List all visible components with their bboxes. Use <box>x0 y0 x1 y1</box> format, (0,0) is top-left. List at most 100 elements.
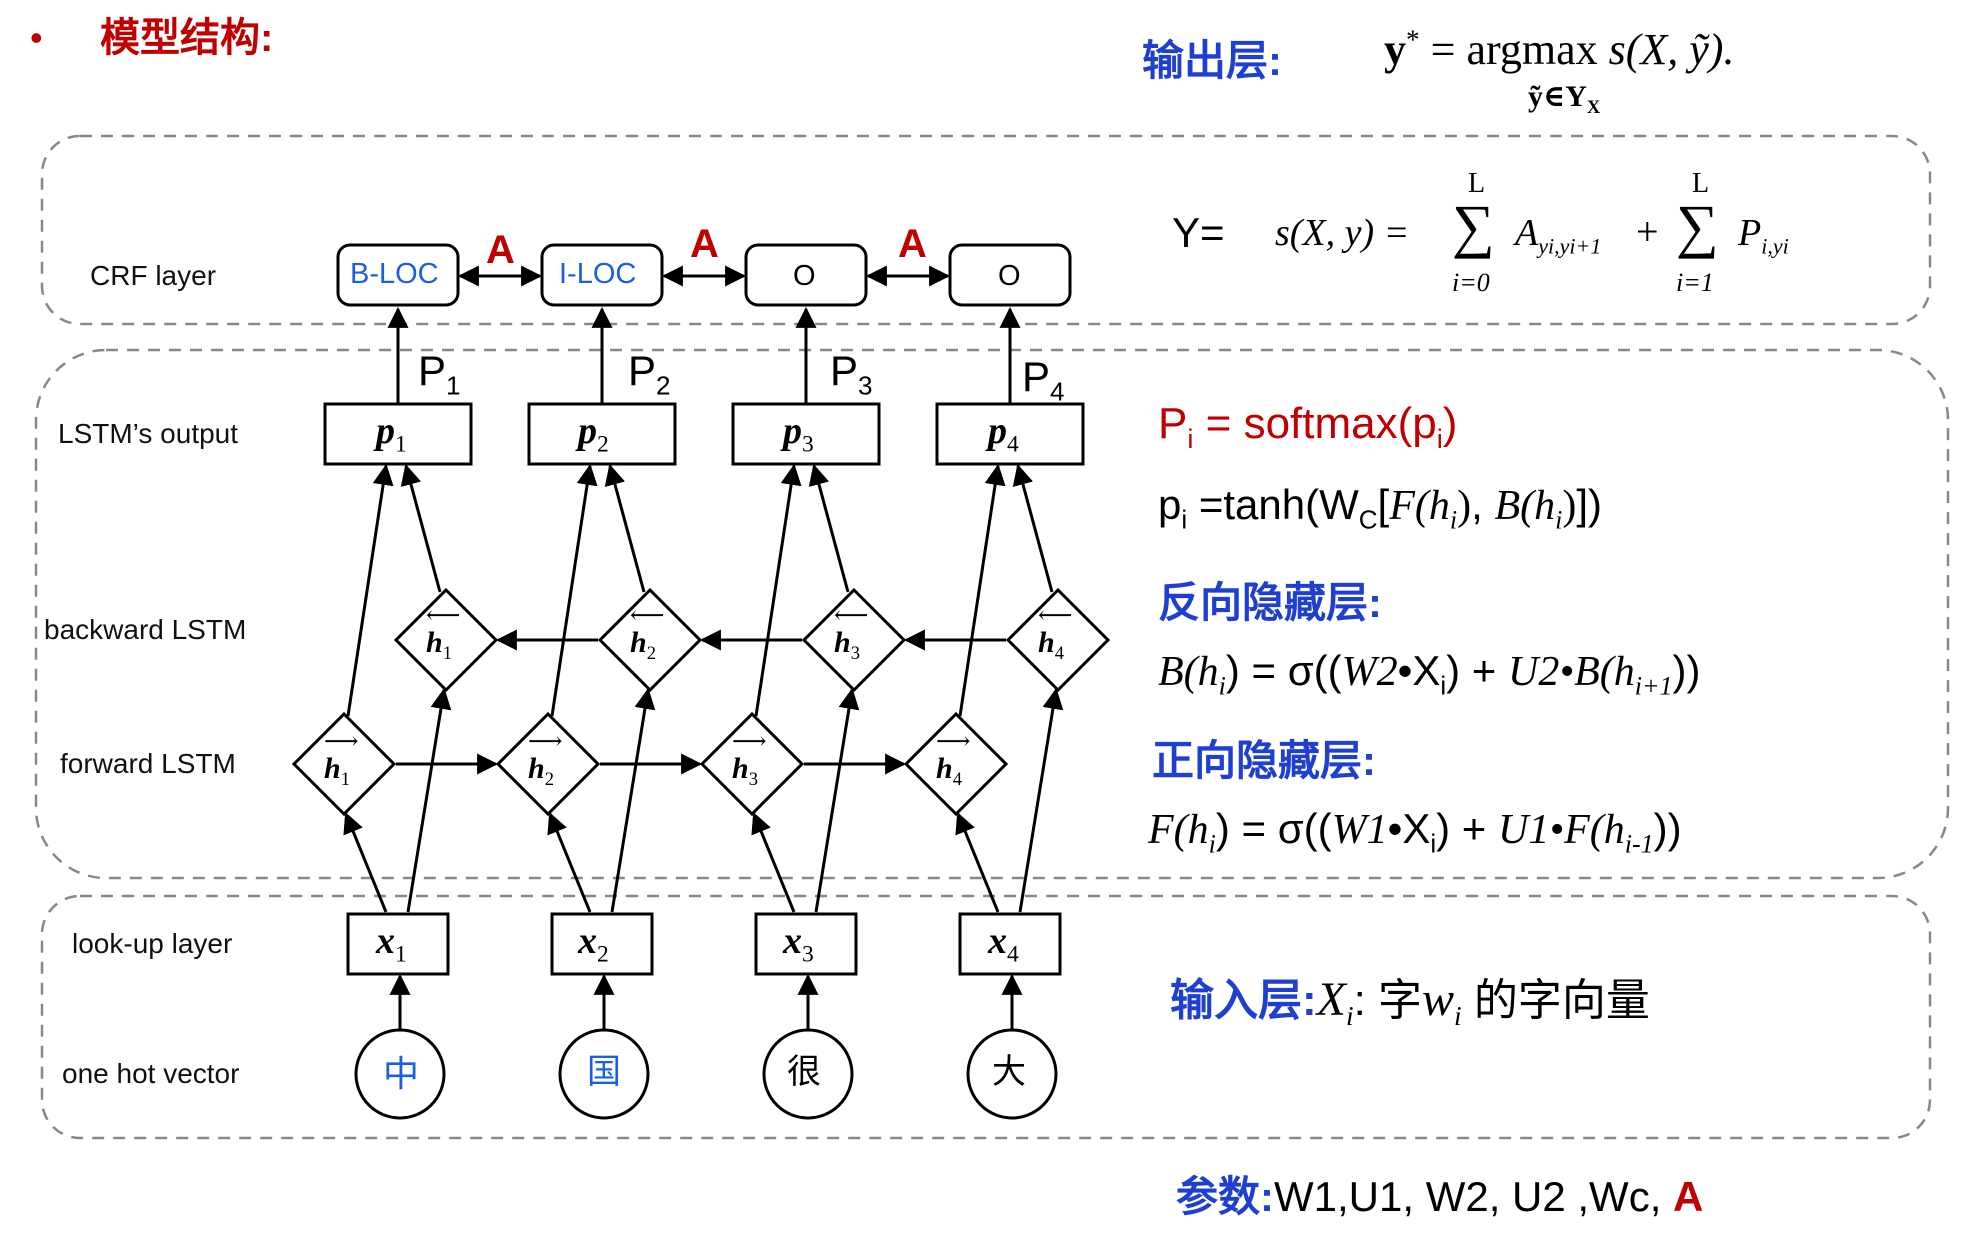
formula-star: * <box>1406 24 1420 55</box>
label-lookup-layer: look-up layer <box>72 928 233 959</box>
forward-node-3 <box>699 711 805 817</box>
crf-tag-box-1 <box>336 243 460 307</box>
backward-h-2-text: h⟵2 <box>630 603 665 664</box>
onehot-circle-4 <box>966 1028 1058 1120</box>
backward-h-1-text: h⟵1 <box>426 603 461 664</box>
argmax-sub-set: ỹ∈Y <box>1528 80 1587 113</box>
lookup-x-4-text: x4 <box>988 920 1019 968</box>
onehot-circle-3 <box>762 1028 854 1120</box>
forward-hidden-formula: F(hi) = σ((W1•Xi) + U1•F(hi-1)) <box>1148 805 1682 859</box>
lookup-box-4 <box>958 912 1062 976</box>
lstm-output-box-4 <box>935 402 1085 466</box>
formula-s: s(X, ỹ). <box>1608 25 1735 74</box>
heading-bullet: • <box>30 17 43 58</box>
backward-h-3-text: h⟵3 <box>834 603 869 664</box>
transition-a-3: A <box>898 222 927 266</box>
forward-h-1-text: h⟶1 <box>324 729 359 790</box>
backward-to-output-3 <box>808 463 850 593</box>
label-backward-lstm: backward LSTM <box>44 614 247 645</box>
label-forward-lstm: forward LSTM <box>60 748 236 779</box>
crf-tag-3: O <box>793 260 816 292</box>
softmax-formula: Pi = softmax(pi) <box>1158 399 1458 454</box>
backward-to-output-2 <box>604 463 646 593</box>
crf-tag-2: I-LOC <box>559 258 637 290</box>
forward-h-4-text: h⟶4 <box>936 729 971 790</box>
lookup-box-1 <box>346 912 450 976</box>
lookup-box-2 <box>550 912 654 976</box>
lstm-output-box-3 <box>731 402 881 466</box>
lookup-to-forward-3 <box>751 812 796 913</box>
crf-tag-1: B-LOC <box>350 258 439 290</box>
lookup-to-backward-4 <box>1018 687 1064 913</box>
output-layer-formula: y* = argmax s(X, ỹ). <box>1384 25 1735 74</box>
backward-node-2 <box>597 587 703 693</box>
transition-a-2: A <box>690 222 719 266</box>
lookup-to-backward-3 <box>814 687 860 913</box>
lstm-output-4-text: p4 <box>988 410 1019 458</box>
crf-tag-4: O <box>998 260 1021 292</box>
heading-title: 模型结构: <box>100 16 274 60</box>
backward-hidden-formula: B(hi) = σ((W2•Xi) + U2•B(hi+1)) <box>1158 647 1701 701</box>
crf-plus: + <box>1636 209 1659 254</box>
lookup-to-backward-2 <box>610 687 656 913</box>
params-line: 参数:W1,U1, W2, U2 ,Wc, A <box>1176 1176 1703 1218</box>
lstm-output-3-text: p3 <box>783 410 814 458</box>
backward-hidden-label: 反向隐藏层: <box>1158 579 1382 626</box>
label-crf-layer: CRF layer <box>90 260 217 291</box>
p-label-2: P2 <box>628 347 671 401</box>
sum2-term: Pi,yi <box>1738 212 1789 259</box>
lstm-output-box-1 <box>323 402 473 466</box>
lookup-to-backward-1 <box>406 687 452 913</box>
sum2-bottom: i=1 <box>1676 268 1714 297</box>
backward-node-3 <box>801 587 907 693</box>
sum1-bottom: i=0 <box>1452 268 1490 297</box>
lookup-to-forward-4 <box>955 812 1000 913</box>
char-4: 大 <box>992 1054 1026 1091</box>
params-a: A <box>1673 1173 1704 1220</box>
transition-a-1: A <box>486 228 515 272</box>
sum2-top: L <box>1692 168 1710 199</box>
onehot-circle-2 <box>558 1028 650 1120</box>
backward-node-4 <box>1005 587 1111 693</box>
onehot-circle-1 <box>354 1028 446 1120</box>
forward-h-3-text: h⟶3 <box>732 729 767 790</box>
lookup-to-forward-2 <box>547 812 592 913</box>
backward-to-output-4 <box>1012 463 1054 593</box>
p-label-3: P3 <box>830 347 873 401</box>
frame-output-crf <box>40 134 1932 326</box>
label-one-hot: one hot vector <box>62 1058 240 1089</box>
forward-node-1 <box>291 711 397 817</box>
input-layer-line: 输入层:Xi: 字wi 的字向量 <box>1170 973 1650 1031</box>
p-label-4: P4 <box>1022 353 1065 407</box>
formula-argmax: argmax <box>1466 25 1598 74</box>
lstm-output-box-2 <box>527 402 677 466</box>
frame-input <box>40 894 1932 1140</box>
backward-to-output-1 <box>400 463 442 593</box>
forward-node-4 <box>903 711 1009 817</box>
lstm-output-2-text: p2 <box>578 410 609 458</box>
formula-y: y <box>1384 25 1406 74</box>
output-layer-label: 输出层: <box>1142 37 1282 84</box>
char-2: 国 <box>587 1054 621 1091</box>
forward-hidden-label: 正向隐藏层: <box>1152 737 1376 784</box>
forward-to-output-2 <box>550 463 598 717</box>
lookup-to-forward-1 <box>343 812 388 913</box>
sum2-sigma: ∑ <box>1676 193 1719 259</box>
lookup-x-3-text: x3 <box>783 920 814 968</box>
input-layer-label: 输入层: <box>1170 976 1317 1025</box>
backward-h-4-text: h⟵4 <box>1038 603 1073 664</box>
crf-y-label: Y= <box>1172 209 1225 256</box>
output-argmax-subscript: ỹ∈YX <box>1528 80 1600 117</box>
label-lstm-output: LSTM’s output <box>58 418 239 449</box>
params-label: 参数: <box>1176 1173 1274 1220</box>
crf-tag-box-2 <box>540 243 664 307</box>
frame-bilstm <box>34 348 1950 880</box>
sum1-term: Ayi,yi+1 <box>1515 212 1602 259</box>
char-1: 中 <box>383 1054 420 1094</box>
lookup-x-1-text: x1 <box>376 920 407 968</box>
argmax-sub-x: X <box>1586 97 1601 118</box>
lookup-x-2-text: x2 <box>578 920 609 968</box>
params-list: W1,U1, W2, U2 ,Wc, <box>1274 1173 1674 1220</box>
